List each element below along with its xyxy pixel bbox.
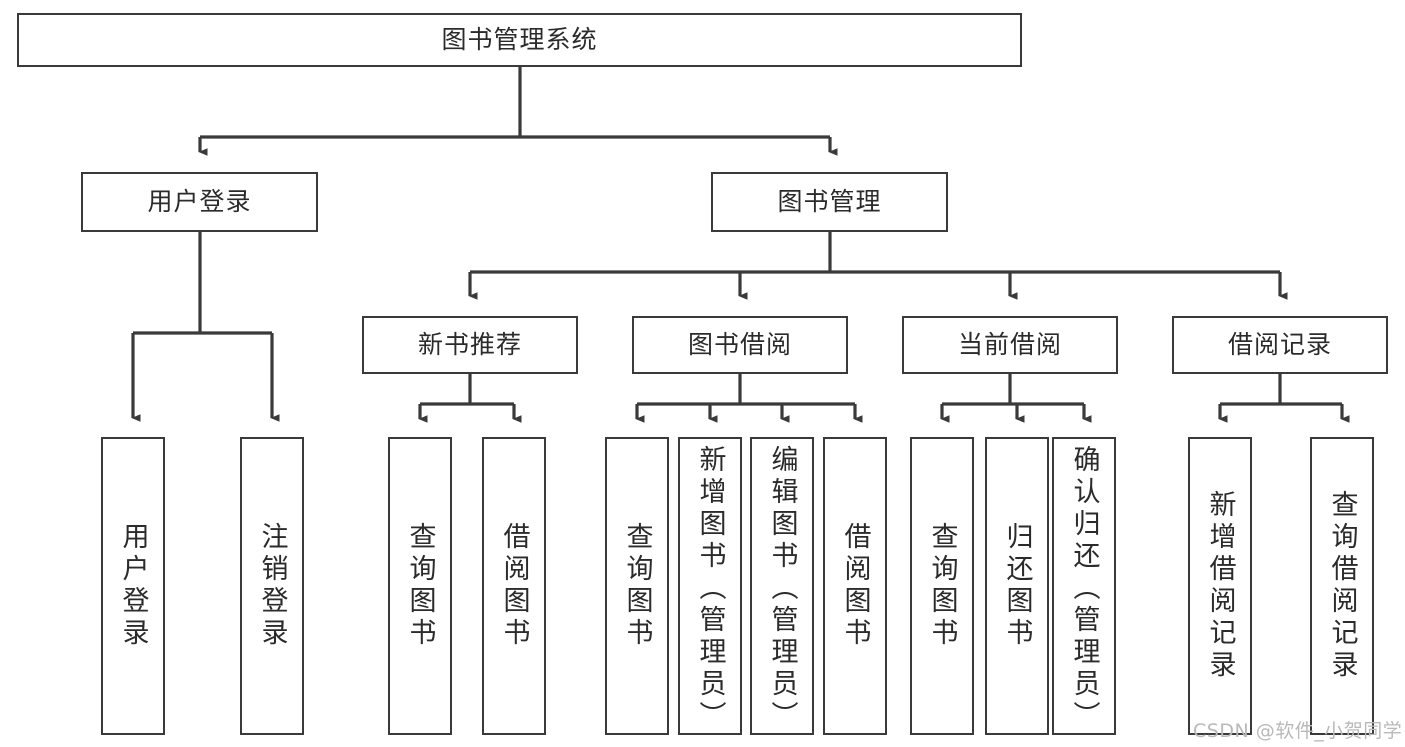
node-leaf-query-borrow-record-label: 查询借阅记录 bbox=[1326, 490, 1358, 682]
node-leaf-logout-login-label: 注销登录 bbox=[256, 522, 288, 650]
node-leaf-confirm-return-admin[interactable]: 确认归还（管理员） bbox=[1052, 437, 1116, 735]
node-root[interactable]: 图书管理系统 bbox=[17, 13, 1022, 67]
node-leaf-user-login-label: 用户登录 bbox=[117, 522, 149, 650]
node-root-label: 图书管理系统 bbox=[441, 25, 598, 55]
node-leaf-add-book-admin-label: 新增图书（管理员） bbox=[694, 445, 726, 733]
node-leaf-add-borrow-record-label: 新增借阅记录 bbox=[1204, 490, 1236, 682]
node-new-book-recommend-label: 新书推荐 bbox=[417, 330, 522, 360]
node-book-manage[interactable]: 图书管理 bbox=[711, 172, 948, 232]
node-leaf-query-book-rec-label: 查询图书 bbox=[404, 522, 436, 650]
node-leaf-query-borrow-record[interactable]: 查询借阅记录 bbox=[1310, 437, 1374, 735]
node-current-borrow-label: 当前借阅 bbox=[957, 330, 1062, 360]
node-leaf-borrow-book-label: 借阅图书 bbox=[839, 522, 871, 650]
node-user-login-label: 用户登录 bbox=[147, 187, 252, 217]
node-leaf-confirm-return-admin-label: 确认归还（管理员） bbox=[1068, 445, 1100, 733]
node-leaf-add-borrow-record[interactable]: 新增借阅记录 bbox=[1188, 437, 1252, 735]
node-user-login[interactable]: 用户登录 bbox=[81, 172, 318, 232]
node-book-borrow[interactable]: 图书借阅 bbox=[632, 316, 848, 374]
node-leaf-borrow-book-rec[interactable]: 借阅图书 bbox=[482, 437, 546, 735]
node-leaf-edit-book-admin[interactable]: 编辑图书（管理员） bbox=[750, 437, 814, 735]
node-book-borrow-label: 图书借阅 bbox=[687, 330, 792, 360]
node-borrow-record-label: 借阅记录 bbox=[1227, 330, 1332, 360]
node-leaf-user-login[interactable]: 用户登录 bbox=[101, 437, 165, 735]
node-leaf-query-book-rec[interactable]: 查询图书 bbox=[388, 437, 452, 735]
node-leaf-query-book-borrow-label: 查询图书 bbox=[621, 522, 653, 650]
node-leaf-edit-book-admin-label: 编辑图书（管理员） bbox=[766, 445, 798, 733]
node-leaf-query-book-borrow[interactable]: 查询图书 bbox=[605, 437, 669, 735]
node-leaf-query-book-current[interactable]: 查询图书 bbox=[910, 437, 974, 735]
node-borrow-record[interactable]: 借阅记录 bbox=[1172, 316, 1388, 374]
node-leaf-query-book-current-label: 查询图书 bbox=[926, 522, 958, 650]
node-leaf-return-book-label: 归还图书 bbox=[1001, 522, 1033, 650]
node-leaf-borrow-book-rec-label: 借阅图书 bbox=[498, 522, 530, 650]
watermark-text: CSDN @软件_小贺同学 bbox=[1193, 720, 1403, 742]
node-leaf-return-book[interactable]: 归还图书 bbox=[985, 437, 1049, 735]
node-current-borrow[interactable]: 当前借阅 bbox=[902, 316, 1118, 374]
node-leaf-add-book-admin[interactable]: 新增图书（管理员） bbox=[678, 437, 742, 735]
node-leaf-logout-login[interactable]: 注销登录 bbox=[240, 437, 304, 735]
node-new-book-recommend[interactable]: 新书推荐 bbox=[362, 316, 578, 374]
node-book-manage-label: 图书管理 bbox=[777, 187, 882, 217]
node-leaf-borrow-book[interactable]: 借阅图书 bbox=[823, 437, 887, 735]
